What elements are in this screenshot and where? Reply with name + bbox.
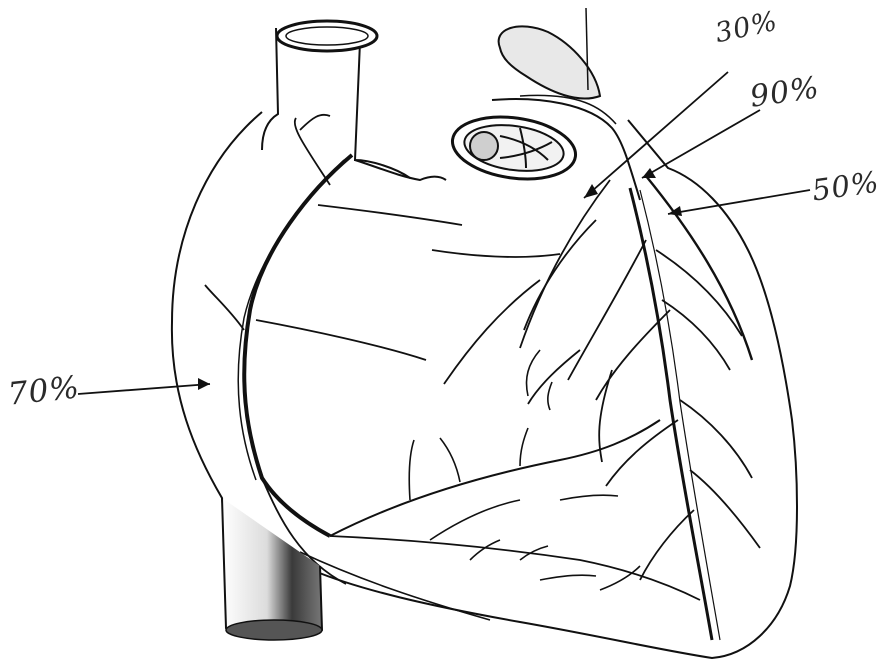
upper-rim [355,160,446,180]
rca-branch-4 [205,285,244,330]
diagonal-branch-3 [432,250,560,257]
aorta-opening [277,21,377,51]
diagonal-branch-4 [528,240,646,404]
atrial-appendage [499,26,600,98]
rca-branch-2 [318,205,462,225]
pulmonary-valve [448,110,579,187]
diagonal-branch-1 [520,180,610,348]
arrow-note-1 [584,72,728,198]
inferior-branch-3 [300,552,490,620]
arrowhead-1 [584,184,598,198]
arrow-note-4 [78,384,210,394]
circumflex-artery [646,176,752,360]
pointer-arrows [78,72,810,394]
annotation-note-3: 50% [810,167,878,205]
inferior-branch-1 [330,420,660,536]
arrowhead-2 [642,168,656,178]
diagonal-branch-8 [606,420,694,580]
arrow-note-2 [642,110,760,178]
inferior-branch-2 [330,536,700,600]
diagonal-branch-2 [444,220,596,384]
inferior-vena-cava [222,498,322,637]
rca-branch-1 [295,115,330,185]
arrowhead-4 [198,378,210,390]
arrow-note-3 [668,190,810,214]
rca-branch-3 [256,320,426,360]
annotation-note-4: 70% [7,372,82,410]
